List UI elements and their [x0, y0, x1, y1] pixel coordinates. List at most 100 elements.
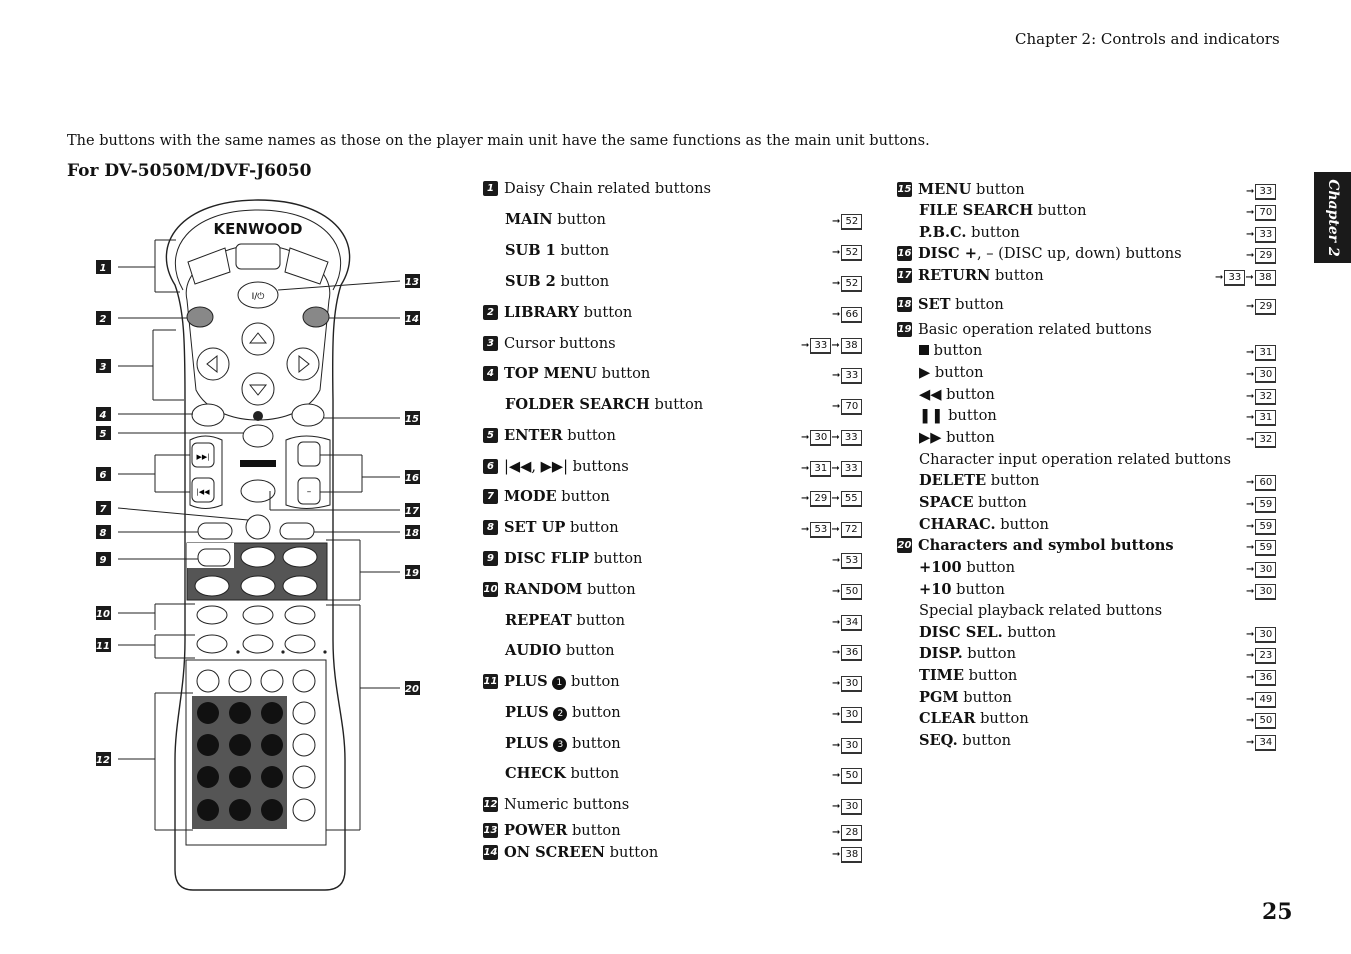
callout-number: 18: [897, 297, 912, 312]
arrow-icon: ➞: [1246, 521, 1255, 532]
page-ref-number: 30: [810, 430, 832, 446]
arrow-icon: ➞: [1246, 250, 1255, 261]
arrow-icon: ➞: [1246, 369, 1255, 380]
arrow-icon: ➞: [1246, 301, 1255, 312]
button-name: DISC SEL.: [919, 624, 1003, 641]
list-item: Special playback related buttons: [919, 602, 1162, 619]
page-reference: ➞31➞33: [801, 461, 862, 477]
item-text: button: [1033, 202, 1087, 219]
page-ref-number: 32: [1255, 389, 1277, 405]
item-text: button: [1002, 624, 1057, 641]
list-item: 3 Cursor buttons: [483, 335, 616, 352]
arrow-icon: ➞: [1246, 499, 1255, 510]
arrow-icon: ➞: [1246, 629, 1255, 640]
page-reference: ➞30: [832, 738, 863, 754]
list-item: Character input operation related button…: [919, 451, 1231, 468]
button-name: AUDIO: [505, 642, 562, 659]
arrow-icon: ➞: [832, 647, 841, 658]
list-item: ❚❚ button: [919, 407, 997, 424]
page-reference: ➞30: [832, 799, 863, 815]
svg-text:8: 8: [100, 528, 107, 539]
circled-number: 2: [553, 707, 568, 721]
list-item: DELETE button: [919, 472, 1039, 489]
item-text: button: [552, 211, 606, 228]
page-reference: ➞33: [832, 368, 863, 384]
button-name: P.B.C.: [919, 224, 967, 241]
intro-text: The buttons with the same names as those…: [67, 133, 930, 149]
page-reference: ➞52: [832, 214, 863, 230]
page-ref-number: 33: [1224, 270, 1246, 286]
circled-number: 3: [553, 738, 568, 752]
page-ref-number: 55: [840, 491, 862, 507]
button-name: LIBRARY: [504, 304, 579, 321]
list-item: 6|◀◀, ▶▶| buttons: [483, 458, 629, 475]
item-text: button: [565, 519, 619, 536]
page-ref-number: 29: [1255, 248, 1277, 264]
page-reference: ➞31: [1246, 410, 1277, 426]
page-reference: ➞31: [1246, 345, 1277, 361]
list-item: button: [919, 342, 982, 359]
page-reference: ➞32: [1246, 432, 1277, 448]
item-text: button: [975, 710, 1029, 727]
list-item: TIME button: [919, 667, 1017, 684]
page-reference: ➞50: [832, 768, 863, 784]
page-reference: ➞33: [1246, 184, 1277, 200]
arrow-icon: ➞: [1246, 229, 1255, 240]
arrow-icon: ➞: [832, 278, 841, 289]
button-name: CHECK: [505, 765, 566, 782]
callout-number: 3: [483, 336, 498, 351]
arrow-icon: ➞: [1246, 434, 1255, 445]
item-text: , – (DISC up, down) buttons: [976, 245, 1182, 262]
item-text: button: [565, 765, 620, 782]
button-name: SPACE: [919, 494, 974, 511]
item-text: |◀◀, ▶▶| buttons: [504, 458, 629, 475]
item-text: button: [986, 472, 1040, 489]
page-ref-number: 38: [1254, 270, 1276, 286]
page-ref-number: 29: [810, 491, 832, 507]
arrow-icon: ➞: [1215, 272, 1224, 283]
power-symbol: I/⏻: [252, 291, 265, 302]
arrow-icon: ➞: [1246, 694, 1255, 705]
list-item: SUB 1 button: [505, 242, 609, 259]
button-name: DISC FLIP: [504, 550, 590, 567]
page-ref-number: 50: [841, 584, 863, 600]
page-ref-number: 23: [1255, 648, 1277, 664]
list-item: REPEAT button: [505, 612, 625, 629]
button-name: SET UP: [504, 519, 566, 536]
arrow-icon: ➞: [801, 524, 810, 535]
button-name: PLUS: [505, 735, 549, 752]
item-text: button: [973, 494, 1027, 511]
item-text: button: [567, 822, 621, 839]
svg-text:13: 13: [405, 277, 419, 288]
arrow-icon: ➞: [832, 247, 841, 258]
item-text: Cursor buttons: [504, 335, 616, 352]
page-ref-number: 30: [1255, 584, 1277, 600]
svg-text:4: 4: [99, 410, 107, 421]
arrow-icon: ➞: [832, 849, 841, 860]
page-ref-number: 30: [1255, 562, 1277, 578]
svg-text:▶▶|: ▶▶|: [196, 453, 209, 461]
page-ref-number: 30: [1255, 627, 1277, 643]
item-text: button: [555, 242, 610, 259]
arrow-icon: ➞: [832, 770, 841, 781]
page-ref-number: 33: [1255, 227, 1277, 243]
page-reference: ➞50: [1246, 713, 1277, 729]
arrow-icon: ➞: [1246, 737, 1255, 748]
button-name: ON SCREEN: [504, 844, 606, 861]
item-text: ▶▶ button: [919, 429, 995, 446]
side-tab-label: Chapter 2: [1324, 178, 1341, 257]
callout-number: 19: [897, 322, 912, 337]
page-ref-number: 59: [1255, 540, 1277, 556]
item-text: button: [567, 735, 621, 752]
list-item: PGM button: [919, 689, 1012, 706]
item-text: ▶ button: [919, 364, 984, 381]
